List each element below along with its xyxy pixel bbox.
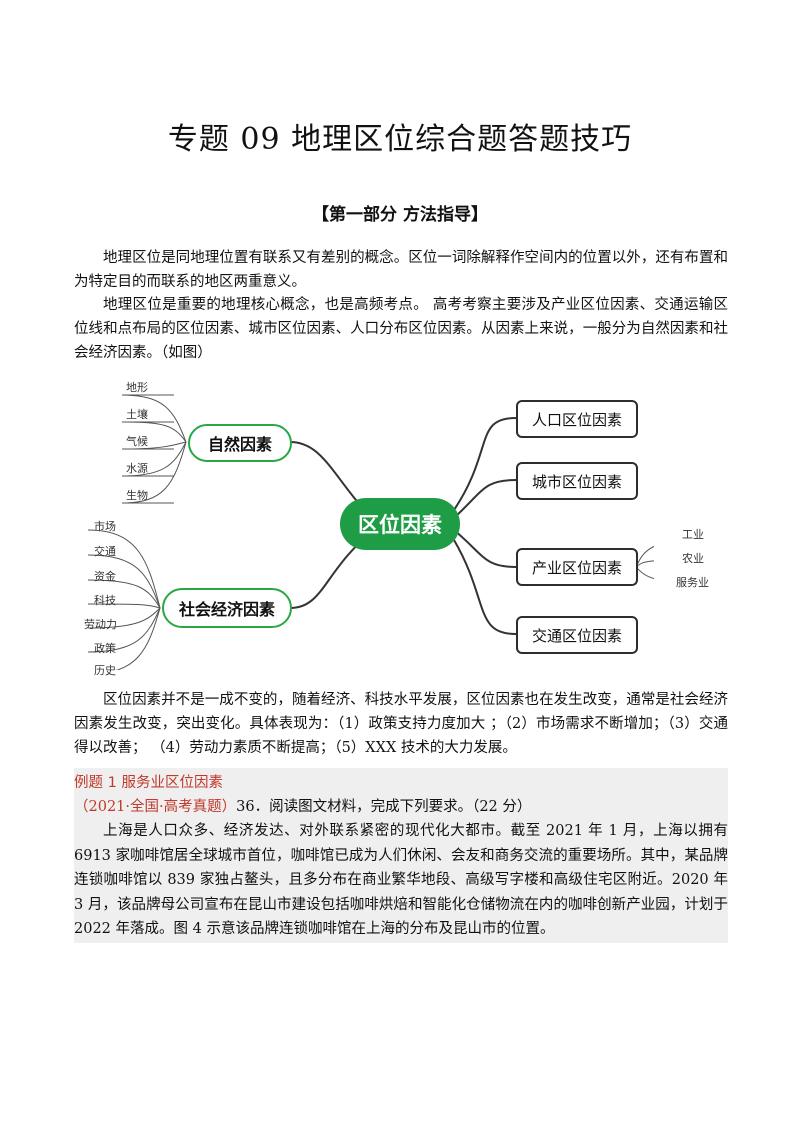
social-leaf: 市场 xyxy=(94,520,116,533)
natural-factors-node: 自然因素 xyxy=(188,424,292,462)
industry-leaf: 工业 xyxy=(682,528,704,541)
social-factors-node: 社会经济因素 xyxy=(162,588,292,628)
social-leaf: 劳动力 xyxy=(84,618,117,631)
edge-center-traffic xyxy=(453,539,517,635)
natural-leaf: 地形 xyxy=(126,381,148,394)
natural-leaf: 土壤 xyxy=(126,408,148,421)
city-factors-node: 城市区位因素 xyxy=(516,462,638,500)
edge-center-industry xyxy=(453,529,517,568)
location-factors-mindmap: 区位因素 自然因素 社会经济因素 地形 土壤 气候 水源 生物 市场 交通 资金… xyxy=(74,370,654,677)
example-question: 36．阅读图文材料，完成下列要求。（22 分） xyxy=(236,799,532,815)
edge-center-city xyxy=(453,479,517,519)
intro-paragraph-1: 地理区位是同地理位置有联系又有差别的概念。区位一词除解释作空间内的位置以外，还有… xyxy=(74,250,728,290)
social-leaf: 交通 xyxy=(94,545,116,558)
example-body: 上海是人口众多、经济发达、对外联系紧密的现代化大都市。截至 2021 年 1 月… xyxy=(74,823,728,937)
social-leaf: 科技 xyxy=(94,594,116,607)
social-leaf: 历史 xyxy=(94,664,116,677)
natural-leaf: 生物 xyxy=(126,489,148,502)
edge-center-population xyxy=(453,417,517,511)
example-box: 例题 1 服务业区位因素 （2021·全国·高考真题）36．阅读图文材料，完成下… xyxy=(74,768,728,943)
center-node: 区位因素 xyxy=(340,498,460,550)
mindmap-connectors xyxy=(87,394,654,670)
industry-factors-node: 产业区位因素 xyxy=(516,548,638,586)
page-title: 专题 09 地理区位综合题答题技巧 xyxy=(167,122,633,157)
example-source: （2021·全国·高考真题） xyxy=(74,799,237,815)
industry-leaf: 农业 xyxy=(682,552,704,565)
factors-change-paragraph: 区位因素并不是一成不变的，随着经济、科技水平发展，区位因素也在发生改变，通常是社… xyxy=(74,692,728,756)
example-question-line: （2021·全国·高考真题）36．阅读图文材料，完成下列要求。（22 分） xyxy=(74,795,531,816)
industry-leaf: 服务业 xyxy=(676,576,709,589)
natural-leaf: 气候 xyxy=(126,435,148,448)
social-leaf: 政策 xyxy=(94,642,116,655)
example-label: 例题 1 服务业区位因素 xyxy=(74,775,223,791)
population-factors-node: 人口区位因素 xyxy=(516,400,638,438)
social-leaf: 资金 xyxy=(94,570,116,583)
natural-leaf: 水源 xyxy=(126,462,148,475)
traffic-factors-node: 交通区位因素 xyxy=(516,616,638,654)
intro-paragraph-2: 地理区位是重要的地理核心概念，也是高频考点。 高考考察主要涉及产业区位因素、交通… xyxy=(74,297,728,361)
section-heading: 【第一部分 方法指导】 xyxy=(312,205,488,225)
